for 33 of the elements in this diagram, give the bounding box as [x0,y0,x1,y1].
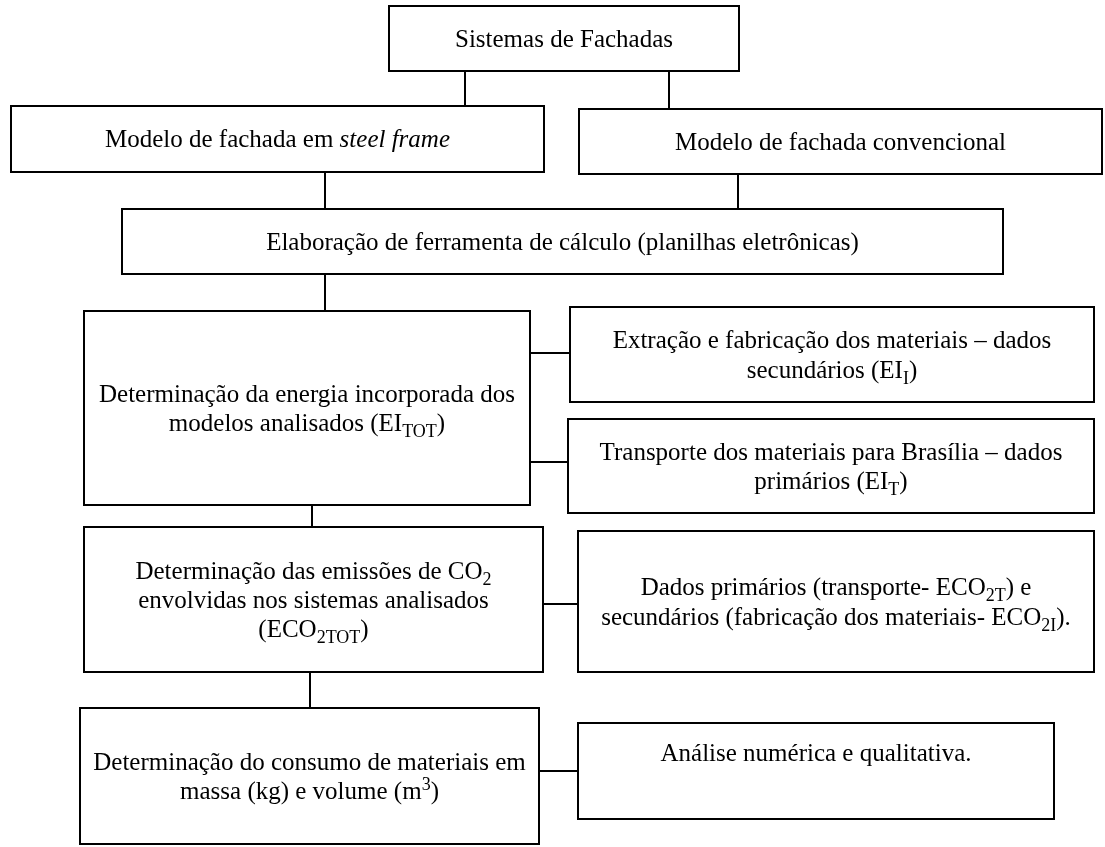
box-text: Determinação das emissões de CO$_{2}$ envolvidas nos sistemas analisados (ECO$_{2TOT}$) [134,555,493,644]
box-text: Modelo de fachada convencional [674,126,1007,157]
box-text: Determinação da energia incorporada dos modelos analisados (EI$_{TOT}$) [98,378,516,438]
process-box [577,530,1095,673]
connector-line [324,274,326,311]
connector-line [539,770,578,772]
connector-line [464,71,466,106]
process-box [567,418,1095,514]
process-box [121,208,1004,275]
box-text: Dados primários (transporte- ECO$_{2T}$) e secundários (fabricação dos materiais- ECO$_{2I}$). [600,572,1072,631]
box-text: Sistemas de Fachadas [455,23,673,54]
connector-line [309,672,311,708]
connector-line [530,461,568,463]
box-text: Extração e fabricação dos materiais – dados secundários (EI$_{I}$) [611,325,1053,384]
process-box [79,707,540,845]
process-box [10,105,545,173]
box-text: Elaboração de ferramenta de cálculo (planilhas eletrônicas) [266,226,859,257]
process-box [83,526,544,673]
connector-line [530,352,570,354]
connector-line [668,71,670,109]
box-text: Modelo de fachada em steel frame [105,124,450,154]
process-box [388,5,740,72]
connector-line [543,603,578,605]
process-box [83,310,531,506]
box-text: Análise numérica e qualitativa. [660,738,972,768]
process-box [577,722,1055,820]
box-text: Transporte dos materiais para Brasília – dados primários (EI$_{T}$) [598,436,1064,496]
connector-line [311,505,313,527]
connector-line [737,174,739,209]
box-text: Determinação do consumo de materiais em massa (kg) e volume (m$^{3}$) [92,746,527,806]
process-box [569,306,1095,403]
connector-line [324,172,326,209]
process-box [578,108,1103,175]
